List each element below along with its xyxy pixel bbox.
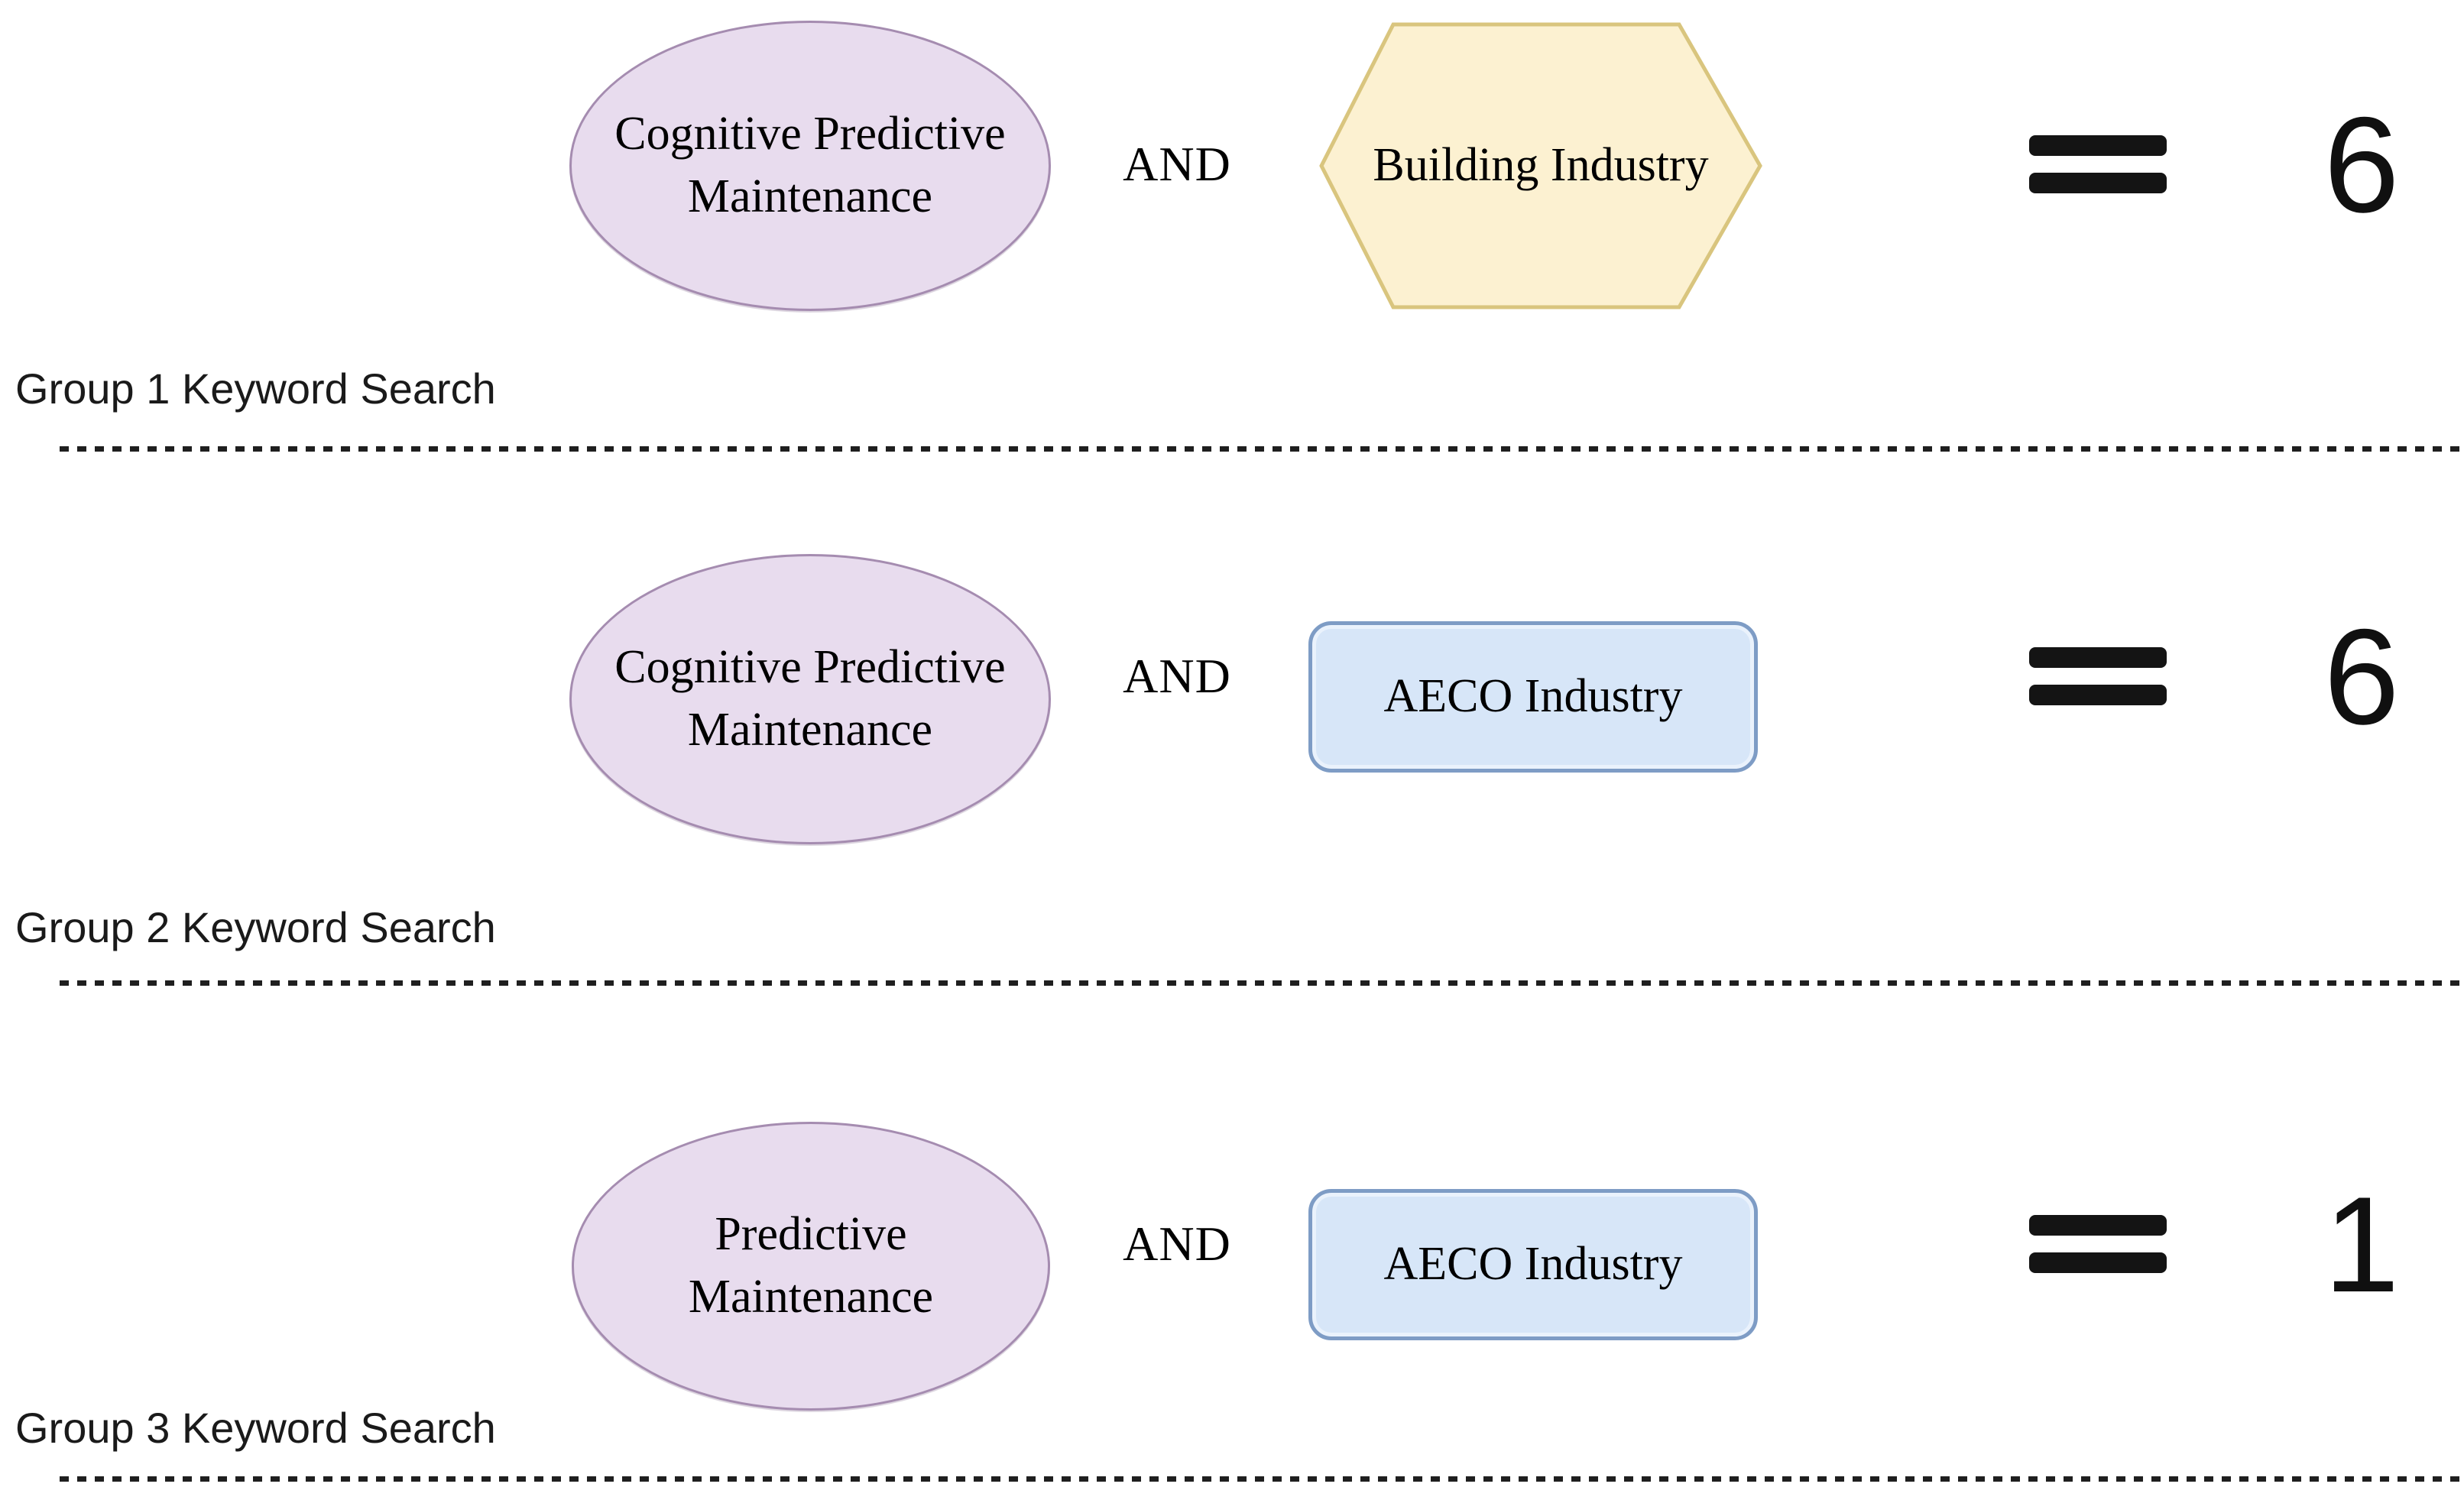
group3-separator-line xyxy=(60,1476,2464,1482)
group3-equals-sign xyxy=(2029,1215,2167,1273)
group2-term2-label: AECO Industry xyxy=(1383,670,1683,723)
group1-result-count: 6 xyxy=(2323,88,2400,241)
equals-bar-top xyxy=(2029,135,2167,156)
group1-term2-hexagon: Building Industry xyxy=(1319,21,1762,310)
group1-equals-sign xyxy=(2029,135,2167,193)
equals-bar-bottom xyxy=(2029,685,2167,705)
group3-term1-ellipse: Predictive Maintenance xyxy=(572,1122,1050,1411)
group3-term2-label: AECO Industry xyxy=(1383,1238,1683,1291)
group1-term2-label: Building Industry xyxy=(1373,139,1709,192)
hexagon-shape xyxy=(1319,22,1762,309)
group2-result-count: 6 xyxy=(2323,600,2400,753)
group3-label: Group 3 Keyword Search xyxy=(15,1404,496,1452)
equals-bar-top xyxy=(2029,647,2167,668)
equals-bar-top xyxy=(2029,1215,2167,1236)
group1-separator-line xyxy=(60,446,2464,452)
group3-term2-rounded-box: AECO Industry xyxy=(1308,1189,1758,1340)
equals-bar-bottom xyxy=(2029,1252,2167,1273)
equals-bar-bottom xyxy=(2029,173,2167,193)
group1-term1-label: Cognitive Predictive Maintenance xyxy=(614,108,1006,222)
group2-separator-line xyxy=(60,980,2464,986)
group1-label: Group 1 Keyword Search xyxy=(15,364,496,413)
group3-result-count: 1 xyxy=(2323,1168,2400,1320)
group2-label: Group 2 Keyword Search xyxy=(15,903,496,951)
hexagon-polygon xyxy=(1319,22,1762,309)
group2-equals-sign xyxy=(2029,647,2167,705)
group2-term2-rounded-box: AECO Industry xyxy=(1308,621,1758,773)
group1-operator: AND xyxy=(1123,137,1231,191)
group2-term1-ellipse: Cognitive Predictive Maintenance xyxy=(569,554,1051,844)
group2-term1-label: Cognitive Predictive Maintenance xyxy=(614,641,1006,756)
group2-operator: AND xyxy=(1123,649,1231,703)
group3-term1-label: Predictive Maintenance xyxy=(688,1208,934,1323)
group1-term1-ellipse: Cognitive Predictive Maintenance xyxy=(569,21,1051,311)
group3-operator: AND xyxy=(1123,1217,1231,1271)
